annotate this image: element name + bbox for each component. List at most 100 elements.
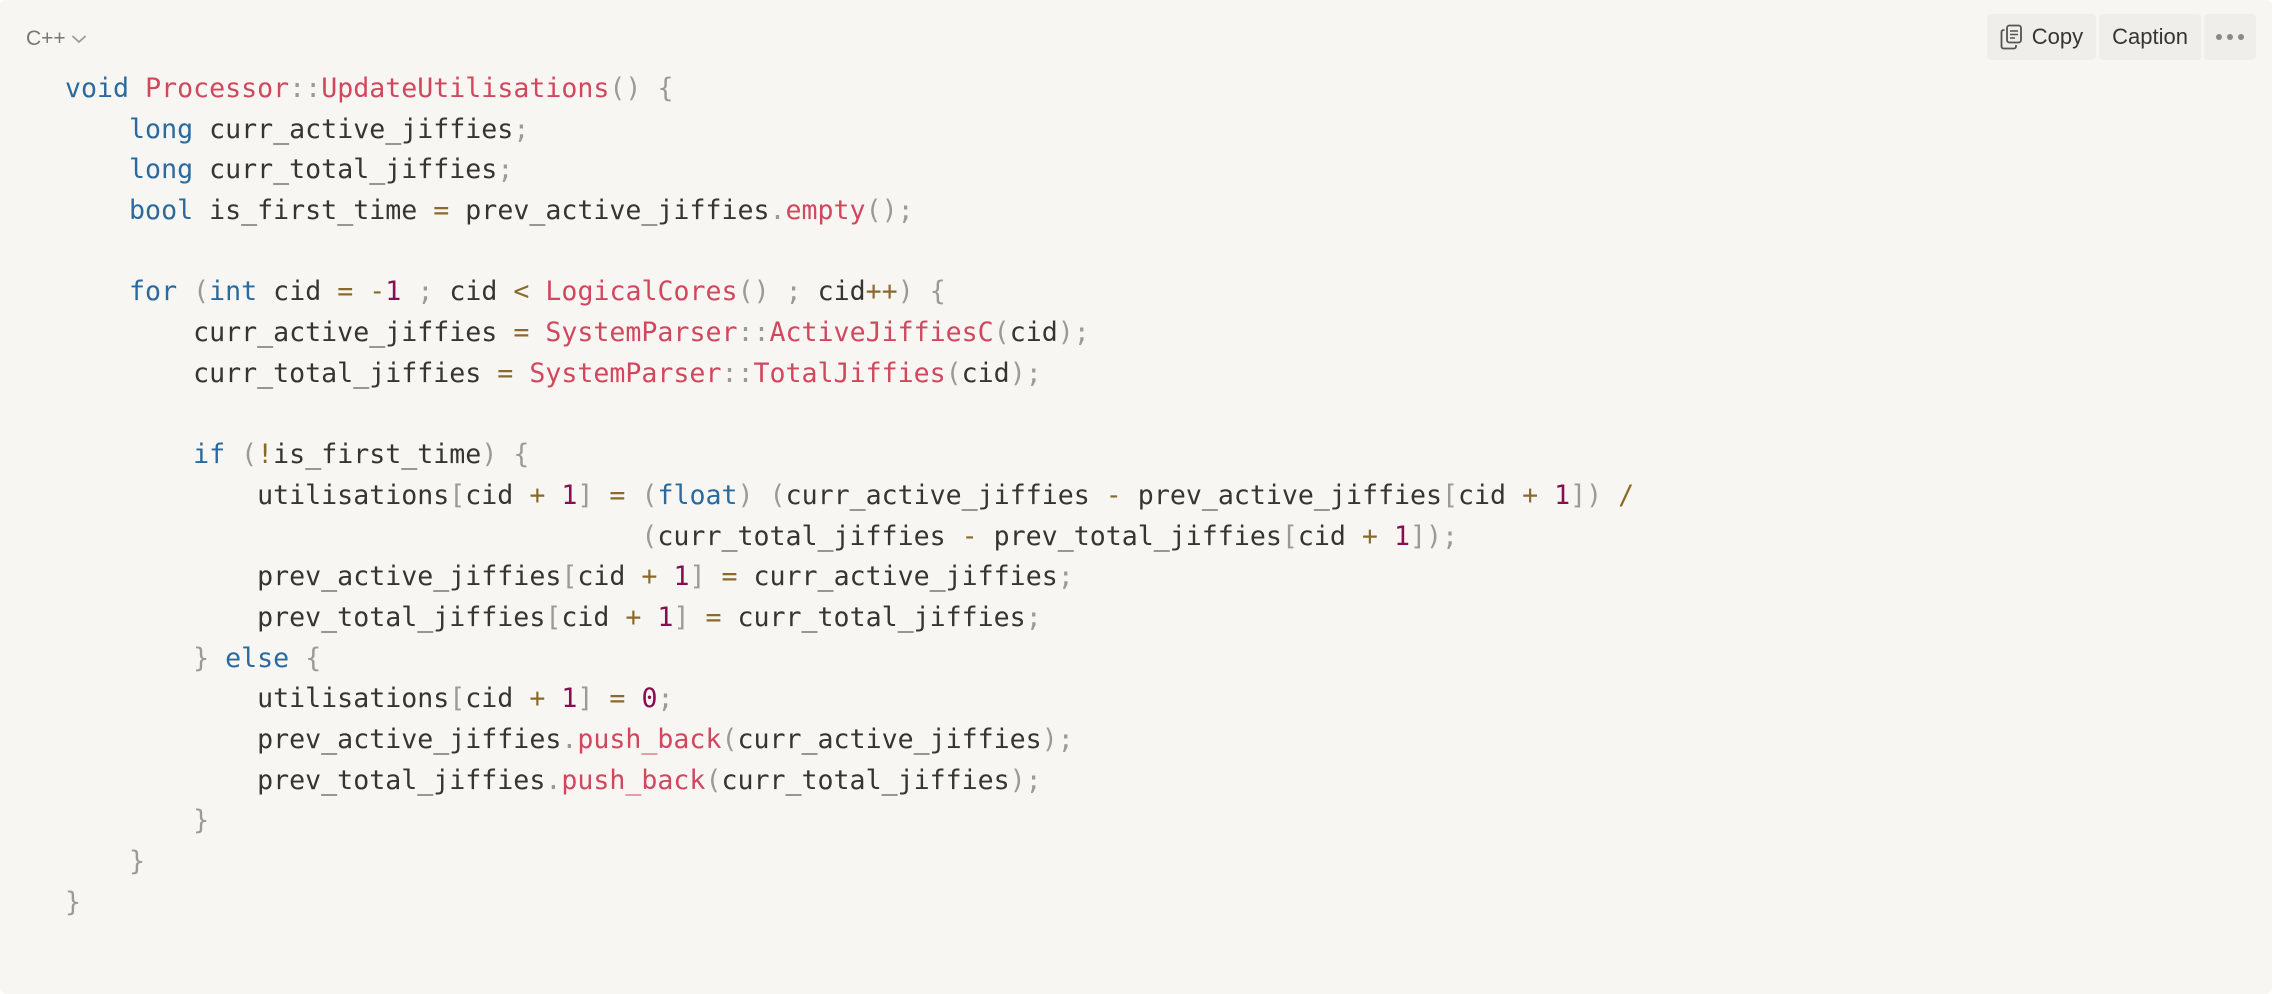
code-token: = bbox=[705, 601, 722, 633]
code-token: cid bbox=[465, 479, 530, 511]
code-token: { bbox=[305, 642, 322, 674]
code-token bbox=[225, 439, 241, 470]
code-token bbox=[625, 480, 641, 511]
code-content[interactable]: void Processor::UpdateUtilisations() { l… bbox=[65, 69, 1634, 923]
code-token: . bbox=[545, 764, 562, 796]
code-token: ( bbox=[641, 520, 658, 552]
code-token bbox=[1602, 480, 1618, 511]
code-line: long curr_active_jiffies; bbox=[65, 110, 1634, 151]
code-token: :: bbox=[721, 357, 754, 389]
code-token: cid bbox=[1458, 479, 1523, 511]
code-token: int bbox=[209, 276, 258, 308]
code-token: . bbox=[769, 195, 786, 227]
copy-button[interactable]: Copy bbox=[1986, 14, 2097, 60]
code-token: UpdateUtilisations bbox=[321, 73, 610, 104]
code-line: curr_active_jiffies = SystemParser::Acti… bbox=[65, 313, 1634, 354]
caption-button[interactable]: Caption bbox=[2099, 14, 2201, 60]
language-selector[interactable]: C++ bbox=[26, 24, 86, 54]
code-line: prev_active_jiffies[cid + 1] = curr_acti… bbox=[65, 557, 1634, 598]
code-token: bool bbox=[129, 195, 194, 227]
code-token: Processor bbox=[145, 73, 290, 104]
code-token: :: bbox=[737, 317, 770, 349]
code-token: is_first_time bbox=[193, 195, 434, 227]
more-options-button[interactable] bbox=[2204, 14, 2256, 60]
code-token bbox=[65, 276, 129, 307]
code-token: push_back bbox=[577, 724, 722, 755]
code-token: ); bbox=[1057, 317, 1090, 349]
code-line: long curr_total_jiffies; bbox=[65, 150, 1634, 191]
code-token bbox=[1538, 480, 1554, 511]
code-token: () bbox=[737, 276, 770, 308]
code-token: prev_total_jiffies bbox=[65, 601, 546, 633]
code-token: ( bbox=[705, 764, 722, 796]
code-token bbox=[593, 683, 609, 714]
code-token: ( bbox=[769, 479, 786, 511]
code-token: ; bbox=[1057, 561, 1074, 593]
code-line: prev_total_jiffies.push_back(curr_total_… bbox=[65, 761, 1634, 802]
code-token: for bbox=[129, 276, 178, 308]
code-token bbox=[705, 561, 721, 592]
code-token bbox=[513, 358, 529, 389]
code-token: ; bbox=[657, 683, 674, 715]
code-token: } bbox=[193, 642, 210, 674]
code-token: long bbox=[129, 113, 194, 145]
code-token: - bbox=[1105, 479, 1122, 511]
code-token bbox=[65, 805, 193, 836]
code-token: ) bbox=[481, 439, 498, 471]
code-token: prev_total_jiffies bbox=[65, 764, 546, 796]
code-line bbox=[65, 232, 1634, 273]
code-token bbox=[529, 276, 545, 307]
code-token bbox=[754, 480, 770, 511]
code-token: = bbox=[497, 357, 514, 389]
code-token: = bbox=[609, 683, 626, 715]
code-token: push_back bbox=[561, 764, 706, 796]
code-token: = bbox=[721, 561, 738, 593]
code-token: ! bbox=[257, 439, 274, 471]
code-token: + bbox=[625, 601, 642, 633]
code-token: :: bbox=[289, 73, 322, 104]
code-token bbox=[770, 276, 786, 307]
chevron-down-icon bbox=[71, 35, 86, 44]
code-token: float bbox=[657, 479, 738, 511]
code-line: (curr_total_jiffies - prev_total_jiffies… bbox=[65, 517, 1634, 558]
code-token: } bbox=[65, 886, 82, 918]
code-token bbox=[65, 439, 193, 470]
language-label: C++ bbox=[26, 27, 66, 50]
code-token bbox=[65, 643, 193, 674]
code-token: + bbox=[529, 683, 546, 715]
code-token: ( bbox=[641, 479, 658, 511]
code-token: ]); bbox=[1409, 520, 1459, 552]
code-token: curr_active_jiffies bbox=[785, 479, 1106, 511]
code-token: cid bbox=[1009, 317, 1058, 349]
code-token: [ bbox=[1281, 520, 1298, 552]
code-token: cid bbox=[961, 357, 1010, 389]
code-token bbox=[129, 73, 145, 104]
code-token: prev_active_jiffies bbox=[65, 561, 562, 593]
code-token bbox=[209, 643, 225, 674]
code-token: ( bbox=[993, 317, 1010, 349]
code-token bbox=[353, 276, 369, 307]
code-token bbox=[641, 602, 657, 633]
caption-label: Caption bbox=[2112, 24, 2188, 49]
code-line: if (!is_first_time) { bbox=[65, 435, 1634, 476]
code-token: curr_active_jiffies bbox=[193, 113, 514, 145]
code-token: 1 bbox=[673, 561, 690, 593]
code-token bbox=[177, 276, 193, 307]
code-token: ] bbox=[577, 479, 594, 511]
code-token: { bbox=[513, 439, 530, 471]
code-token: LogicalCores bbox=[545, 276, 738, 308]
code-line: curr_total_jiffies = SystemParser::Total… bbox=[65, 354, 1634, 395]
code-token bbox=[914, 276, 930, 307]
code-line: prev_total_jiffies[cid + 1] = curr_total… bbox=[65, 598, 1634, 639]
code-token: ) bbox=[897, 276, 914, 308]
code-token: prev_active_jiffies bbox=[65, 724, 562, 755]
code-token bbox=[401, 276, 417, 307]
code-token: ] bbox=[689, 561, 706, 593]
code-token: ; bbox=[785, 276, 802, 308]
copy-label: Copy bbox=[2031, 24, 2084, 49]
code-token: ; bbox=[497, 154, 514, 186]
code-token: + bbox=[1522, 479, 1539, 511]
code-line bbox=[65, 395, 1634, 436]
code-token: cid bbox=[577, 561, 642, 593]
